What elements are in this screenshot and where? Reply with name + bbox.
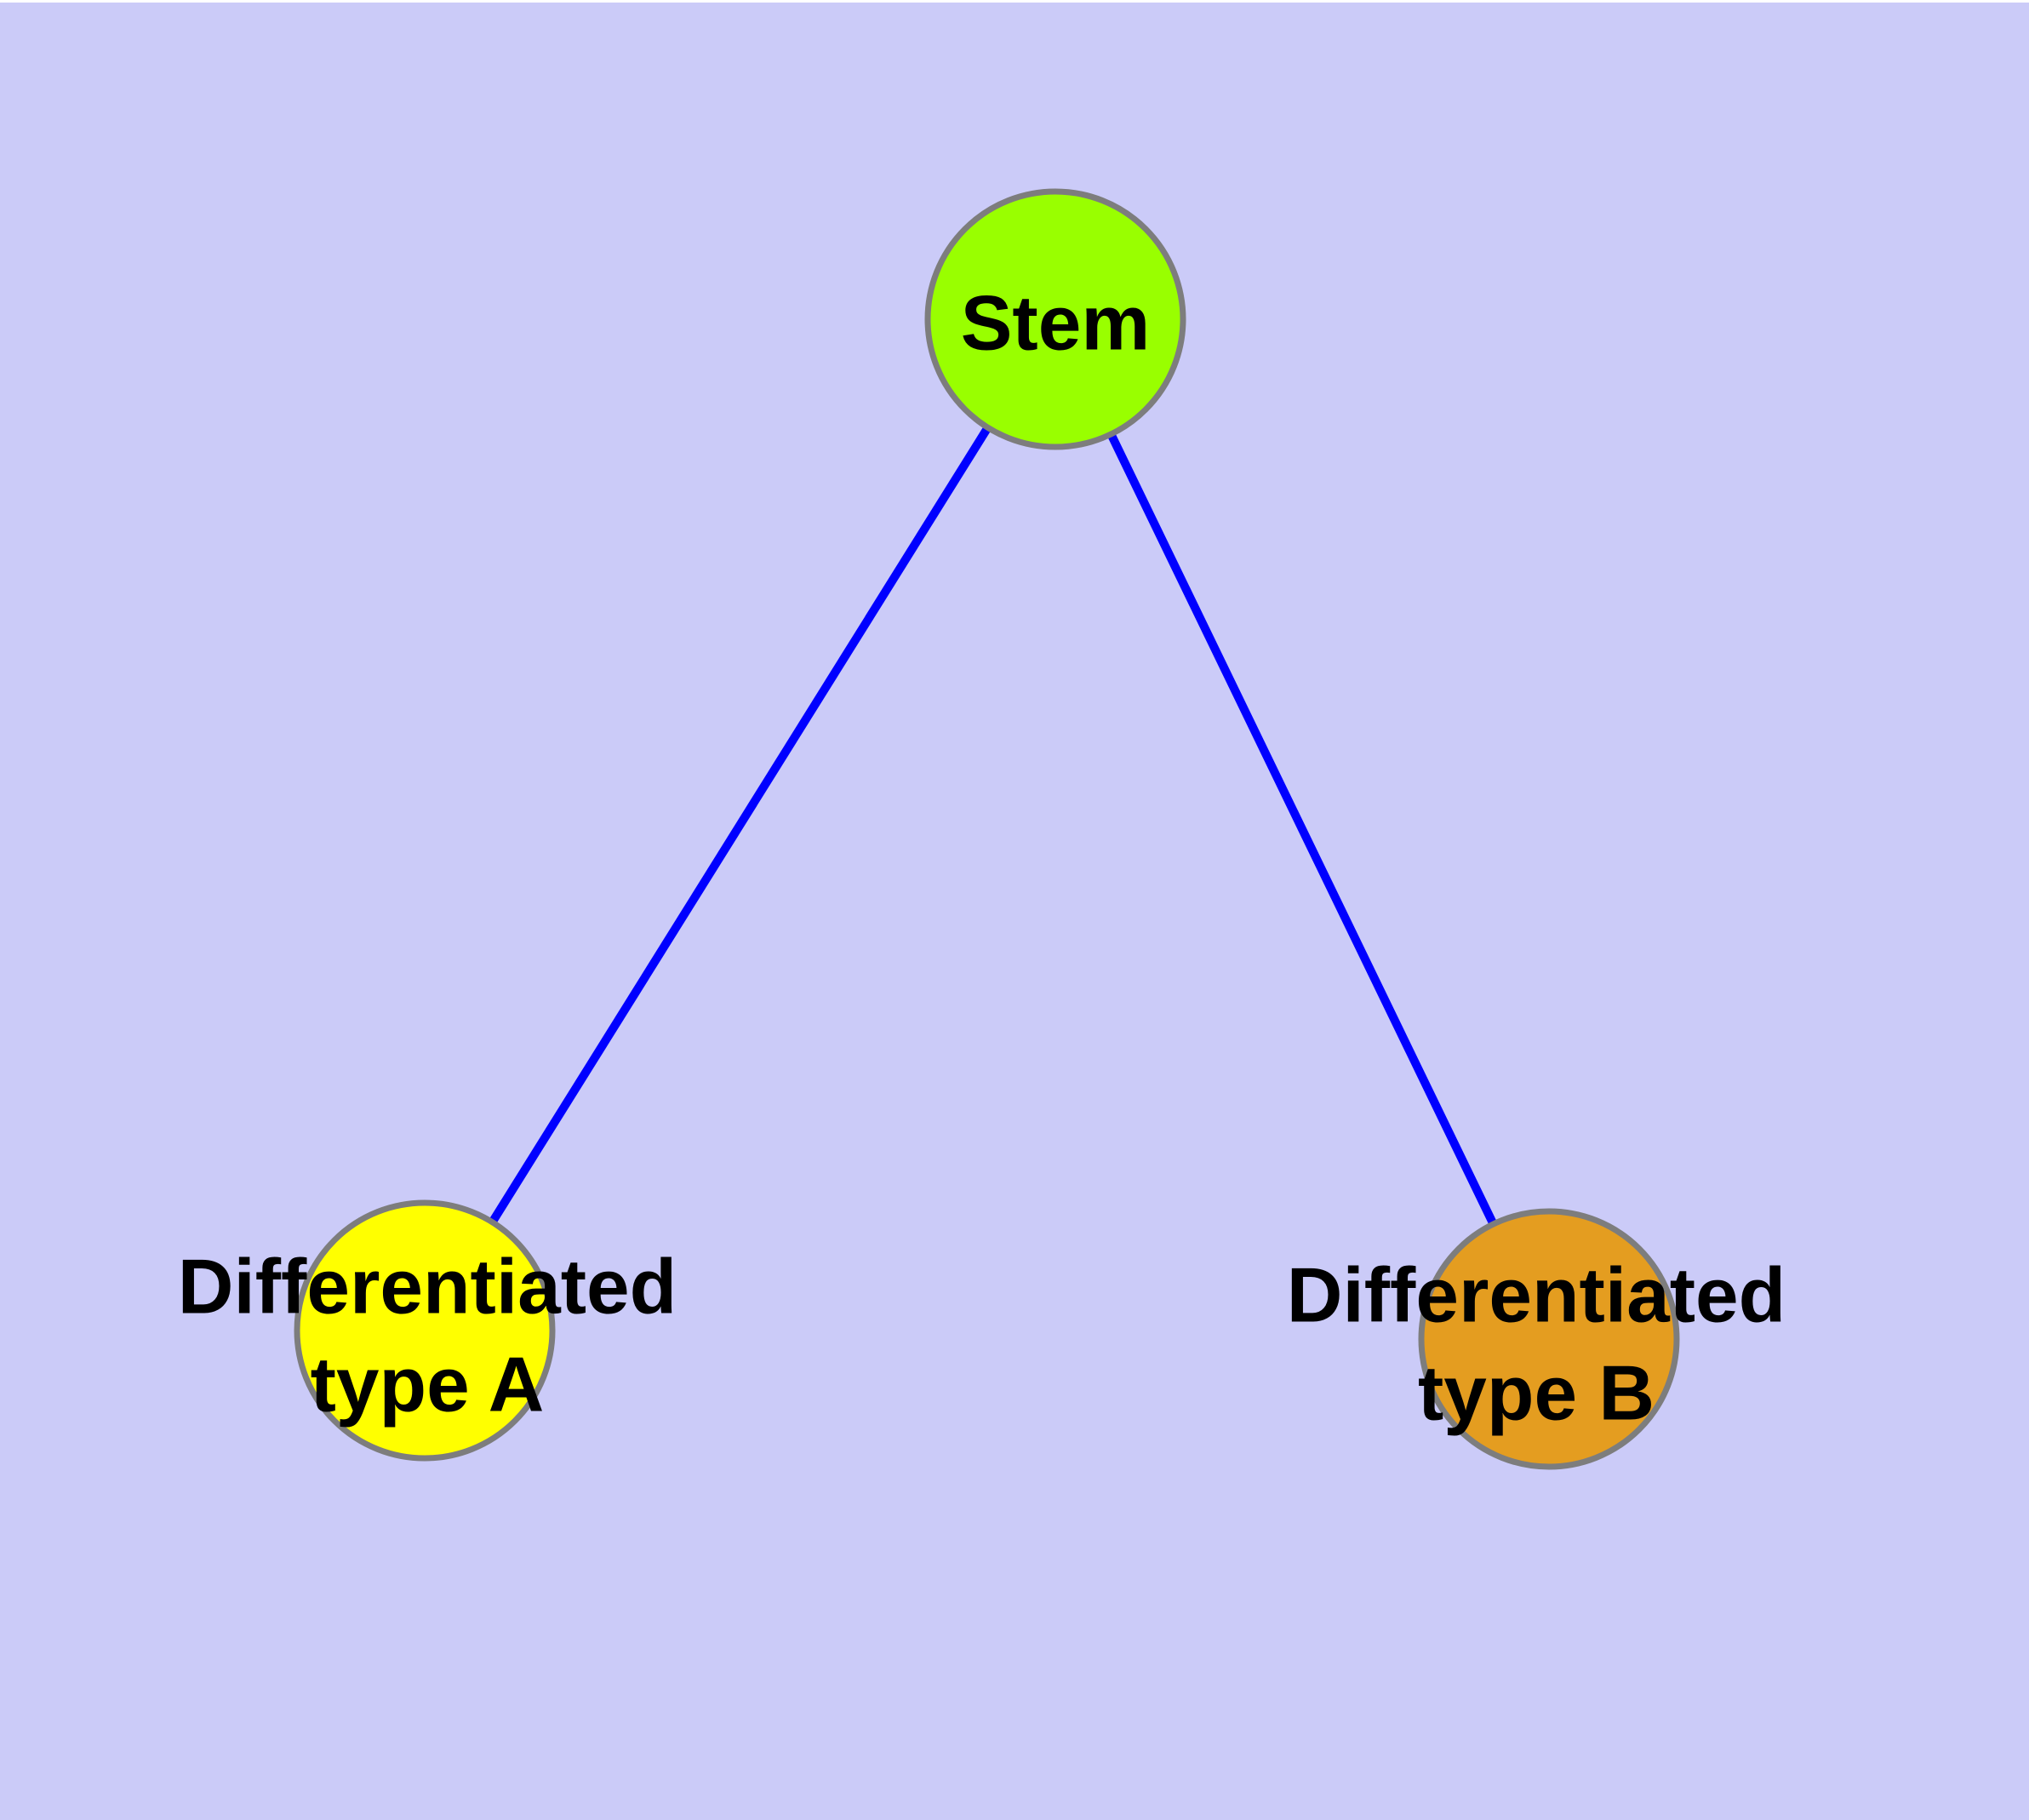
stem-node-circle — [924, 188, 1186, 450]
node-stem: Stem — [924, 188, 1186, 450]
edge-stem-to-type-a — [420, 317, 1060, 1333]
stem-node-label: Stem — [961, 281, 1151, 367]
type-a-node-circle — [294, 1199, 556, 1462]
edge-stem-to-type-b — [1051, 317, 1553, 1342]
node-differentiated-type-b: Differentiated type B — [1287, 1208, 1786, 1470]
edges-group — [420, 317, 1553, 1342]
type-a-node-label-line1: Differentiated — [178, 1245, 677, 1331]
type-b-node-circle — [1418, 1208, 1680, 1470]
type-a-node-label-line2: type A — [311, 1342, 545, 1428]
node-differentiated-type-a: Differentiated type A — [178, 1199, 677, 1462]
type-b-node-label-line2: type B — [1418, 1351, 1655, 1437]
type-b-node-label-line1: Differentiated — [1287, 1253, 1786, 1339]
